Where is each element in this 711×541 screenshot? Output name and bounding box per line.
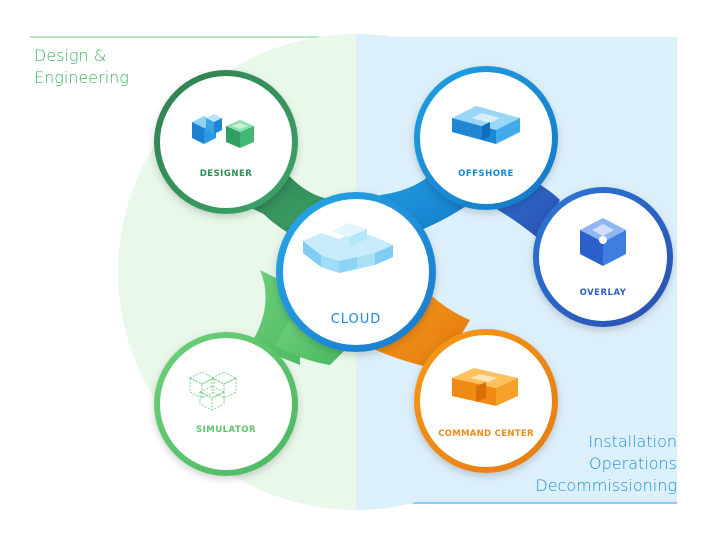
node-designer[interactable]: DESIGNER [154, 70, 298, 214]
node-overlay-label: OVERLAY [580, 288, 627, 298]
node-cloud-label: CLOUD [331, 312, 382, 327]
node-overlay[interactable]: OVERLAY [533, 187, 673, 327]
node-designer-label: DESIGNER [200, 169, 253, 179]
node-offshore[interactable]: OFFSHORE [414, 66, 558, 210]
operations-label-line-2: Operations [589, 454, 677, 473]
node-simulator[interactable]: SIMULATOR [154, 332, 298, 476]
offshore-blocks-icon [452, 106, 520, 144]
overlay-cube-icon [580, 218, 626, 266]
node-simulator-label: SIMULATOR [196, 425, 256, 435]
operations-label-line-1: Installation [588, 432, 677, 451]
designer-cubes-icon [192, 114, 254, 148]
design-engineering-label: Design & Engineering [34, 45, 129, 89]
design-label-line-2: Engineering [34, 68, 129, 87]
node-command-center[interactable]: COMMAND CENTER [414, 329, 558, 473]
design-label-line-1: Design & [34, 46, 107, 65]
node-cloud[interactable]: CLOUD [276, 192, 436, 352]
cloud-blocks-icon [303, 223, 393, 273]
operations-label-line-3: Decommissioning [535, 476, 677, 495]
command-center-blocks-icon [452, 368, 518, 406]
operations-label: Installation Operations Decommissioning [535, 431, 677, 497]
simulator-wire-cubes-icon [188, 371, 238, 411]
node-command-center-label: COMMAND CENTER [438, 429, 534, 439]
node-offshore-label: OFFSHORE [458, 169, 514, 179]
